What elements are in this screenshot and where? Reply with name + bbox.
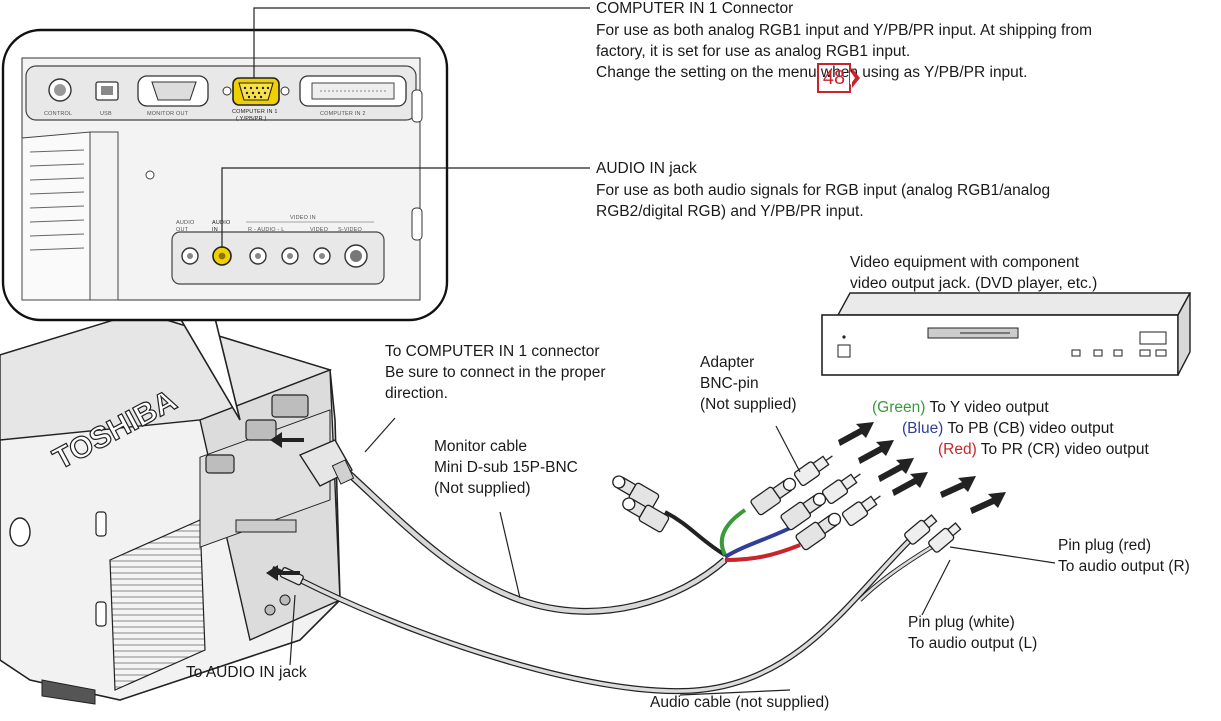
audio-in-line-1: For use as both audio signals for RGB in… [596, 182, 1051, 199]
page-reference[interactable]: 48 [817, 63, 860, 93]
computer-in-line-1: For use as both analog RGB1 input and Y/… [596, 22, 1093, 39]
video-equipment-line-2: video output jack. (DVD player, etc.) [850, 275, 1098, 292]
output-green-text: To Y video output [929, 399, 1049, 416]
bnc-pin-adapters [793, 455, 881, 527]
computer-in-title: COMPUTER IN 1 Connector [596, 0, 794, 17]
output-green: (Green) To Y video output [872, 397, 1049, 418]
page-reference-number[interactable]: 48 [817, 63, 851, 93]
output-green-color: (Green) [872, 399, 926, 416]
dvd-player [821, 292, 1192, 376]
output-blue-color: (Blue) [902, 420, 944, 437]
panel-label-audio-in: AUDIO IN [212, 220, 231, 233]
monitor-cable [298, 439, 728, 615]
computer-in-line-2: factory, it is set for use as analog RGB… [596, 43, 911, 60]
chevron-right-icon [850, 68, 860, 88]
adapter-line-2: BNC-pin [700, 375, 759, 392]
monitor-cable-line-1: Monitor cable [434, 438, 528, 455]
output-blue: (Blue) To PB (CB) video output [902, 418, 1114, 439]
output-red-text: To PR (CR) video output [980, 441, 1149, 458]
monitor-cable-line-3: (Not supplied) [434, 480, 531, 497]
audio-in-line-2: RGB2/digital RGB) and Y/PB/PR input. [596, 203, 864, 220]
audio-cable-label: Audio cable (not supplied) [650, 694, 830, 711]
pin-red-line-1: Pin plug (red) [1058, 537, 1152, 554]
insert-arrows [266, 432, 304, 581]
zoom-panel [1, 28, 449, 322]
panel-label-s-video: S-VIDEO [338, 227, 363, 233]
pin-red-line-2: To audio output (R) [1058, 558, 1190, 575]
output-red: (Red) To PR (CR) video output [938, 439, 1149, 460]
panel-label-monitor-out: MONITOR OUT [147, 111, 189, 117]
adapter-line-1: Adapter [700, 354, 755, 371]
output-red-color: (Red) [938, 441, 977, 458]
computer-in-line-3: Change the setting on the menu when usin… [596, 64, 1028, 81]
to-computer-line-2: Be sure to connect in the proper [385, 364, 606, 381]
panel-label-computer-in-1: COMPUTER IN 1 [232, 109, 278, 115]
pin-white-line-1: Pin plug (white) [908, 614, 1015, 631]
to-computer-line-1: To COMPUTER IN 1 connector [385, 343, 600, 360]
bnc-connectors [612, 475, 842, 551]
to-computer-line-3: direction. [385, 385, 448, 402]
panel-label-video: VIDEO [310, 227, 329, 233]
adapter-line-3: (Not supplied) [700, 396, 797, 413]
vent-grille [109, 519, 206, 691]
panel-label-usb: USB [100, 111, 112, 117]
panel-label-audio-out: AUDIO OUT [176, 220, 195, 233]
panel-label-computer-in-2: COMPUTER IN 2 [320, 111, 366, 117]
video-equipment-line-1: Video equipment with component [850, 254, 1079, 271]
video-direction-arrows [838, 422, 928, 496]
to-audio-in-label: To AUDIO IN jack [186, 664, 307, 681]
bnc-leads [664, 508, 801, 562]
pin-white-line-2: To audio output (L) [908, 635, 1038, 652]
output-blue-text: To PB (CB) video output [947, 420, 1114, 437]
panel-label-computer-in-1-sub: ( Y/PB/PR ) [236, 116, 267, 122]
panel-label-video-in: VIDEO IN [290, 215, 316, 221]
panel-label-r-audio-l: R - AUDIO - L [248, 227, 285, 233]
projector-body [0, 311, 341, 705]
audio-direction-arrows [940, 476, 1006, 514]
audio-cable [298, 537, 937, 695]
leader-lines [221, 7, 1056, 696]
monitor-cable-line-2: Mini D-sub 15P-BNC [434, 459, 578, 476]
audio-in-title: AUDIO IN jack [596, 160, 697, 177]
panel-label-control: CONTROL [44, 111, 73, 117]
pin-plugs [904, 514, 962, 553]
